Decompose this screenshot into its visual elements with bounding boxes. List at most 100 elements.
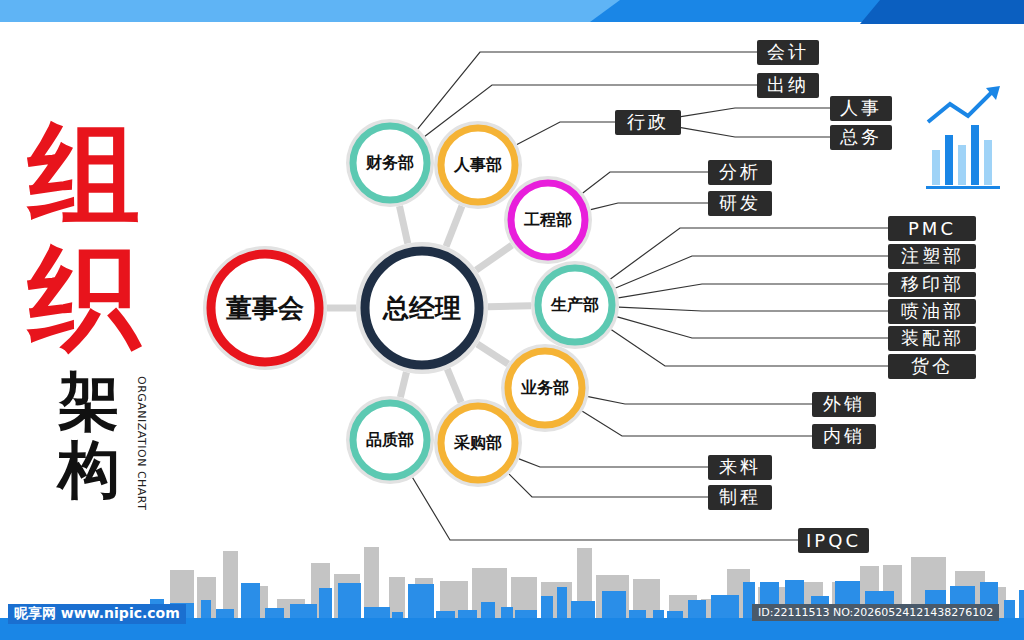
building <box>557 587 567 618</box>
leader-line <box>517 122 615 145</box>
sub-unit-box: 制程 <box>708 485 772 510</box>
department-circle: 采购部 <box>434 399 522 487</box>
leader-line <box>591 203 708 210</box>
leader-line <box>588 397 812 404</box>
circle-ring <box>211 254 319 362</box>
circle-halo <box>346 396 434 484</box>
department-name: 总经理 <box>383 291 461 326</box>
sub-unit-name: 来料 <box>719 455 761 479</box>
sub-unit-box: 分析 <box>708 160 772 185</box>
building <box>197 577 216 618</box>
building <box>408 584 434 618</box>
circle-halo <box>434 399 522 487</box>
leader-line <box>617 317 888 338</box>
circle-ring <box>353 126 427 200</box>
department-name: 生产部 <box>551 295 599 316</box>
sub-unit-name: 注塑部 <box>901 244 964 268</box>
leader-line <box>681 128 830 137</box>
sub-unit-box: 装配部 <box>888 326 976 351</box>
sub-unit-box: 来料 <box>708 455 772 480</box>
top-band-dark <box>860 0 1024 24</box>
top-band-light <box>0 0 620 22</box>
leader-line <box>610 228 888 279</box>
circle-ring <box>353 403 427 477</box>
building <box>223 551 238 618</box>
leader-line <box>519 459 708 467</box>
circle-ring <box>508 351 582 425</box>
department-name: 品质部 <box>366 430 414 451</box>
building <box>290 604 317 618</box>
building <box>511 577 537 618</box>
leader-line <box>619 307 888 311</box>
spoke-line <box>488 302 531 310</box>
icon-bar <box>971 125 979 185</box>
sub-unit-name: 移印部 <box>901 272 964 296</box>
sub-unit-box: IPQC <box>798 528 869 553</box>
sub-unit-name: 外销 <box>823 392 865 416</box>
sub-unit-box: 外销 <box>812 392 876 417</box>
sub-unit-box: 人事 <box>830 96 892 121</box>
chart-icon <box>926 86 1000 189</box>
building <box>688 600 706 618</box>
icon-axis <box>926 186 1000 189</box>
department-name: 董事会 <box>226 291 304 326</box>
building <box>501 607 513 618</box>
sub-unit-box: 出纳 <box>757 73 819 98</box>
sub-unit-name: 制程 <box>719 485 761 509</box>
building <box>265 608 284 618</box>
sub-unit-box: 总务 <box>830 125 892 150</box>
sub-unit-name: IPQC <box>806 530 861 551</box>
icon-bar <box>945 135 953 185</box>
leader-line <box>616 256 888 288</box>
department-circle: 品质部 <box>346 396 434 484</box>
leader-line <box>583 172 708 193</box>
building <box>515 610 537 618</box>
watermark: ID:22111513 NO:20260524121438276102 <box>752 604 999 621</box>
building <box>364 607 390 618</box>
building <box>338 583 361 618</box>
building <box>571 601 595 618</box>
sub-unit-box: PMC <box>888 216 976 241</box>
sub-unit-name: 行政 <box>627 110 669 134</box>
department-circle: 人事部 <box>434 121 522 209</box>
icon-bar <box>984 140 992 185</box>
leader-line <box>582 411 812 436</box>
spoke-line <box>327 305 356 312</box>
sub-unit-name: 人事 <box>840 96 882 120</box>
sub-unit-box: 注塑部 <box>888 244 976 269</box>
icon-arrow-head <box>986 86 1000 100</box>
building <box>596 575 629 618</box>
leader-line <box>418 52 757 129</box>
sub-unit-name: 货仓 <box>911 354 953 378</box>
building <box>541 596 553 618</box>
department-name: 工程部 <box>524 210 572 231</box>
building <box>602 591 626 618</box>
sub-unit-name: 会计 <box>767 40 809 64</box>
spoke-line <box>447 369 461 402</box>
circle-halo <box>346 119 434 207</box>
icon-bar <box>958 145 966 185</box>
department-circle: 财务部 <box>346 119 434 207</box>
building <box>1019 590 1024 618</box>
circle-ring <box>538 268 612 342</box>
department-circle: 董事会 <box>203 246 327 370</box>
spoke-line <box>400 372 406 397</box>
department-name: 财务部 <box>366 153 414 174</box>
building <box>667 611 683 618</box>
circle-halo <box>531 261 619 349</box>
watermark: 昵享网 www.nipic.com <box>8 604 186 624</box>
subtitle-vertical: ORGANIZATION CHART <box>135 376 148 510</box>
spoke-line <box>477 344 508 364</box>
sub-unit-name: 喷油部 <box>901 299 964 323</box>
circle-ring <box>441 128 515 202</box>
leader-line <box>509 474 708 497</box>
spoke-line <box>446 206 462 247</box>
sub-unit-box: 移印部 <box>888 272 976 297</box>
spoke-line <box>399 206 407 244</box>
circle-ring <box>511 183 585 257</box>
building <box>541 582 572 618</box>
building <box>1004 600 1015 618</box>
sub-unit-name: PMC <box>908 218 956 239</box>
sub-unit-box: 货仓 <box>888 354 976 379</box>
leader-line <box>611 330 888 366</box>
